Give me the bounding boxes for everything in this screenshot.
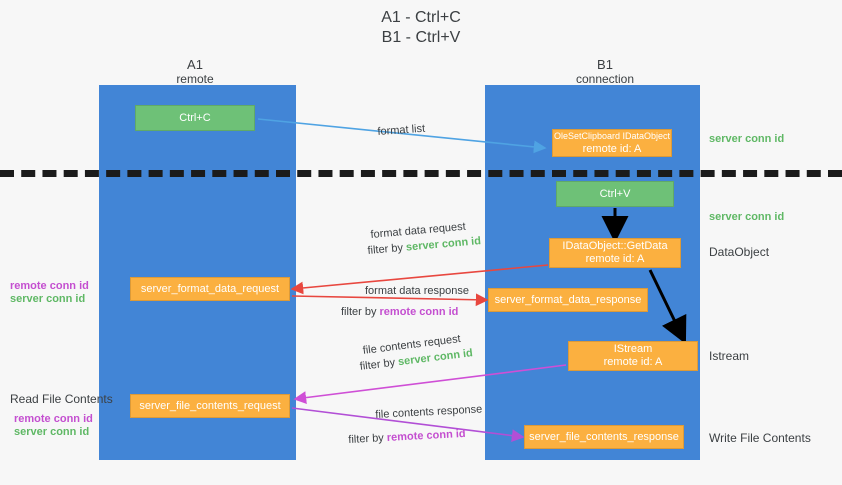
box-server-file-contents-response-label: server_file_contents_response <box>529 430 679 443</box>
side-label-read-file-contents: Read File Contents <box>10 392 113 406</box>
box-server-format-data-request-label: server_format_data_request <box>140 282 280 295</box>
side-label-write-file-contents: Write File Contents <box>709 431 811 445</box>
title-line-1: A1 - Ctrl+C <box>381 9 461 26</box>
box-getdata-line1: IDataObject::GetData <box>562 240 668 252</box>
diagram-title: A1 - Ctrl+C B1 - Ctrl+V <box>0 8 842 48</box>
side-label-dataobject: DataObject <box>709 245 770 259</box>
edge-label-file-contents-response-filter: filter by remote conn id <box>348 427 466 447</box>
box-ctrl-v[interactable]: Ctrl+V <box>556 181 674 207</box>
box-idataobject-line2: remote id: A <box>582 143 642 155</box>
box-istream[interactable]: IStream remote id: A <box>568 341 698 371</box>
column-header-b1-name: B1 <box>597 57 613 72</box>
edge-label-format-list: format list <box>377 122 426 138</box>
box-ctrl-v-label: Ctrl+V <box>599 187 631 200</box>
box-server-format-data-request[interactable]: server_format_data_request <box>130 277 290 301</box>
column-header-a1-name: A1 <box>187 57 203 72</box>
box-ctrl-c[interactable]: Ctrl+C <box>135 105 255 131</box>
edge-label-format-data-response: format data response <box>365 285 469 297</box>
separator-dashed-line <box>0 170 842 177</box>
side-label-server-conn-id-top: server conn id <box>709 133 785 145</box>
side-label-server-conn-id-mid: server conn id <box>709 211 785 223</box>
box-istream-line2: remote id: A <box>603 356 663 368</box>
filter-prefix: filter by <box>348 432 385 446</box>
box-idataobject-line1: OleSetClipboard IDataObject <box>553 131 671 141</box>
edge-label-format-data-response-filter: filter by remote conn id <box>341 305 458 319</box>
box-server-file-contents-request[interactable]: server_file_contents_request <box>130 394 290 418</box>
edge-label-file-contents-response: file contents response <box>375 403 483 421</box>
column-header-a1: A1 remote <box>125 57 265 87</box>
box-server-format-data-response-label: server_format_data_response <box>494 293 642 306</box>
box-ctrl-c-label: Ctrl+C <box>179 111 211 124</box>
title-line-2: B1 - Ctrl+V <box>381 29 461 46</box>
box-idataobject[interactable]: OleSetClipboard IDataObject remote id: A <box>552 129 672 157</box>
side-label-remote-conn-id-1: remote conn id <box>10 280 89 292</box>
box-server-format-data-response[interactable]: server_format_data_response <box>488 288 648 312</box>
column-header-b1-sub: connection <box>575 72 635 86</box>
box-istream-line1: IStream <box>613 343 653 355</box>
side-label-server-conn-id-1: server conn id <box>10 293 86 305</box>
box-getdata-line2: remote id: A <box>585 253 645 265</box>
filter-prefix: filter by <box>359 356 396 373</box>
column-header-b1: B1 connection <box>525 57 685 87</box>
side-label-remote-conn-id-2: remote conn id <box>14 413 93 425</box>
filter-prefix: filter by <box>367 241 404 257</box>
filter-value-remote-conn-id: remote conn id <box>379 306 459 318</box>
side-label-server-conn-id-2: server conn id <box>14 426 90 438</box>
side-label-istream: Istream <box>709 349 750 363</box>
box-server-file-contents-response[interactable]: server_file_contents_response <box>524 425 684 449</box>
box-server-file-contents-request-label: server_file_contents_request <box>139 399 281 412</box>
filter-value-remote-conn-id: remote conn id <box>386 427 466 444</box>
column-header-a1-sub: remote <box>176 72 214 86</box>
filter-prefix: filter by <box>341 306 377 318</box>
box-idataobject-getdata[interactable]: IDataObject::GetData remote id: A <box>549 238 681 268</box>
